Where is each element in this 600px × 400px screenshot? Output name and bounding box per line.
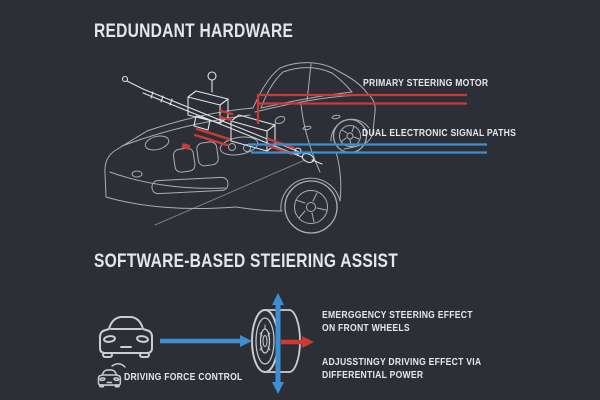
adjusting-driving-line1: ADJUSSTINGY DRIVING EFFECT VIA <box>322 356 482 368</box>
section-title-redundant-hardware: REDUNDANT HARDWARE <box>94 21 294 42</box>
primary-motor-callout-line <box>256 93 467 124</box>
driving-force-control-label: DRIVING FORCE CONTROL <box>124 371 243 383</box>
adjusting-driving-line2: DIFFERENTIAL POWER <box>322 369 424 381</box>
primary-steering-motor-label: PRIMARY STEERING MOTOR <box>363 77 489 89</box>
signal-paths-callout-line <box>248 143 487 154</box>
connected-car-icon <box>97 363 126 388</box>
adjusting-driving-label: ADJUSSTINGY DRIVING EFFECT VIA DIFFERENT… <box>322 356 481 382</box>
emergency-steering-line1: EMERGGENCY STEERING EFFECT <box>322 309 473 321</box>
emergency-steering-label: EMERGGENCY STEERING EFFECT ON FRONT WHEE… <box>322 309 473 335</box>
sedan-line-art <box>104 62 376 234</box>
section-title-software-assist: SOFTWARE-BASED STEIERING ASSIST <box>94 251 398 272</box>
redundant-motor-highlight <box>181 109 296 156</box>
steering-rack-icon <box>121 71 323 165</box>
car-front-icon <box>99 316 153 358</box>
emergency-steering-line2: ON FRONT WHEELS <box>322 322 410 334</box>
dual-signal-paths-label: DUAL ELECTRONIC SIGNAL PATHS <box>362 127 517 139</box>
